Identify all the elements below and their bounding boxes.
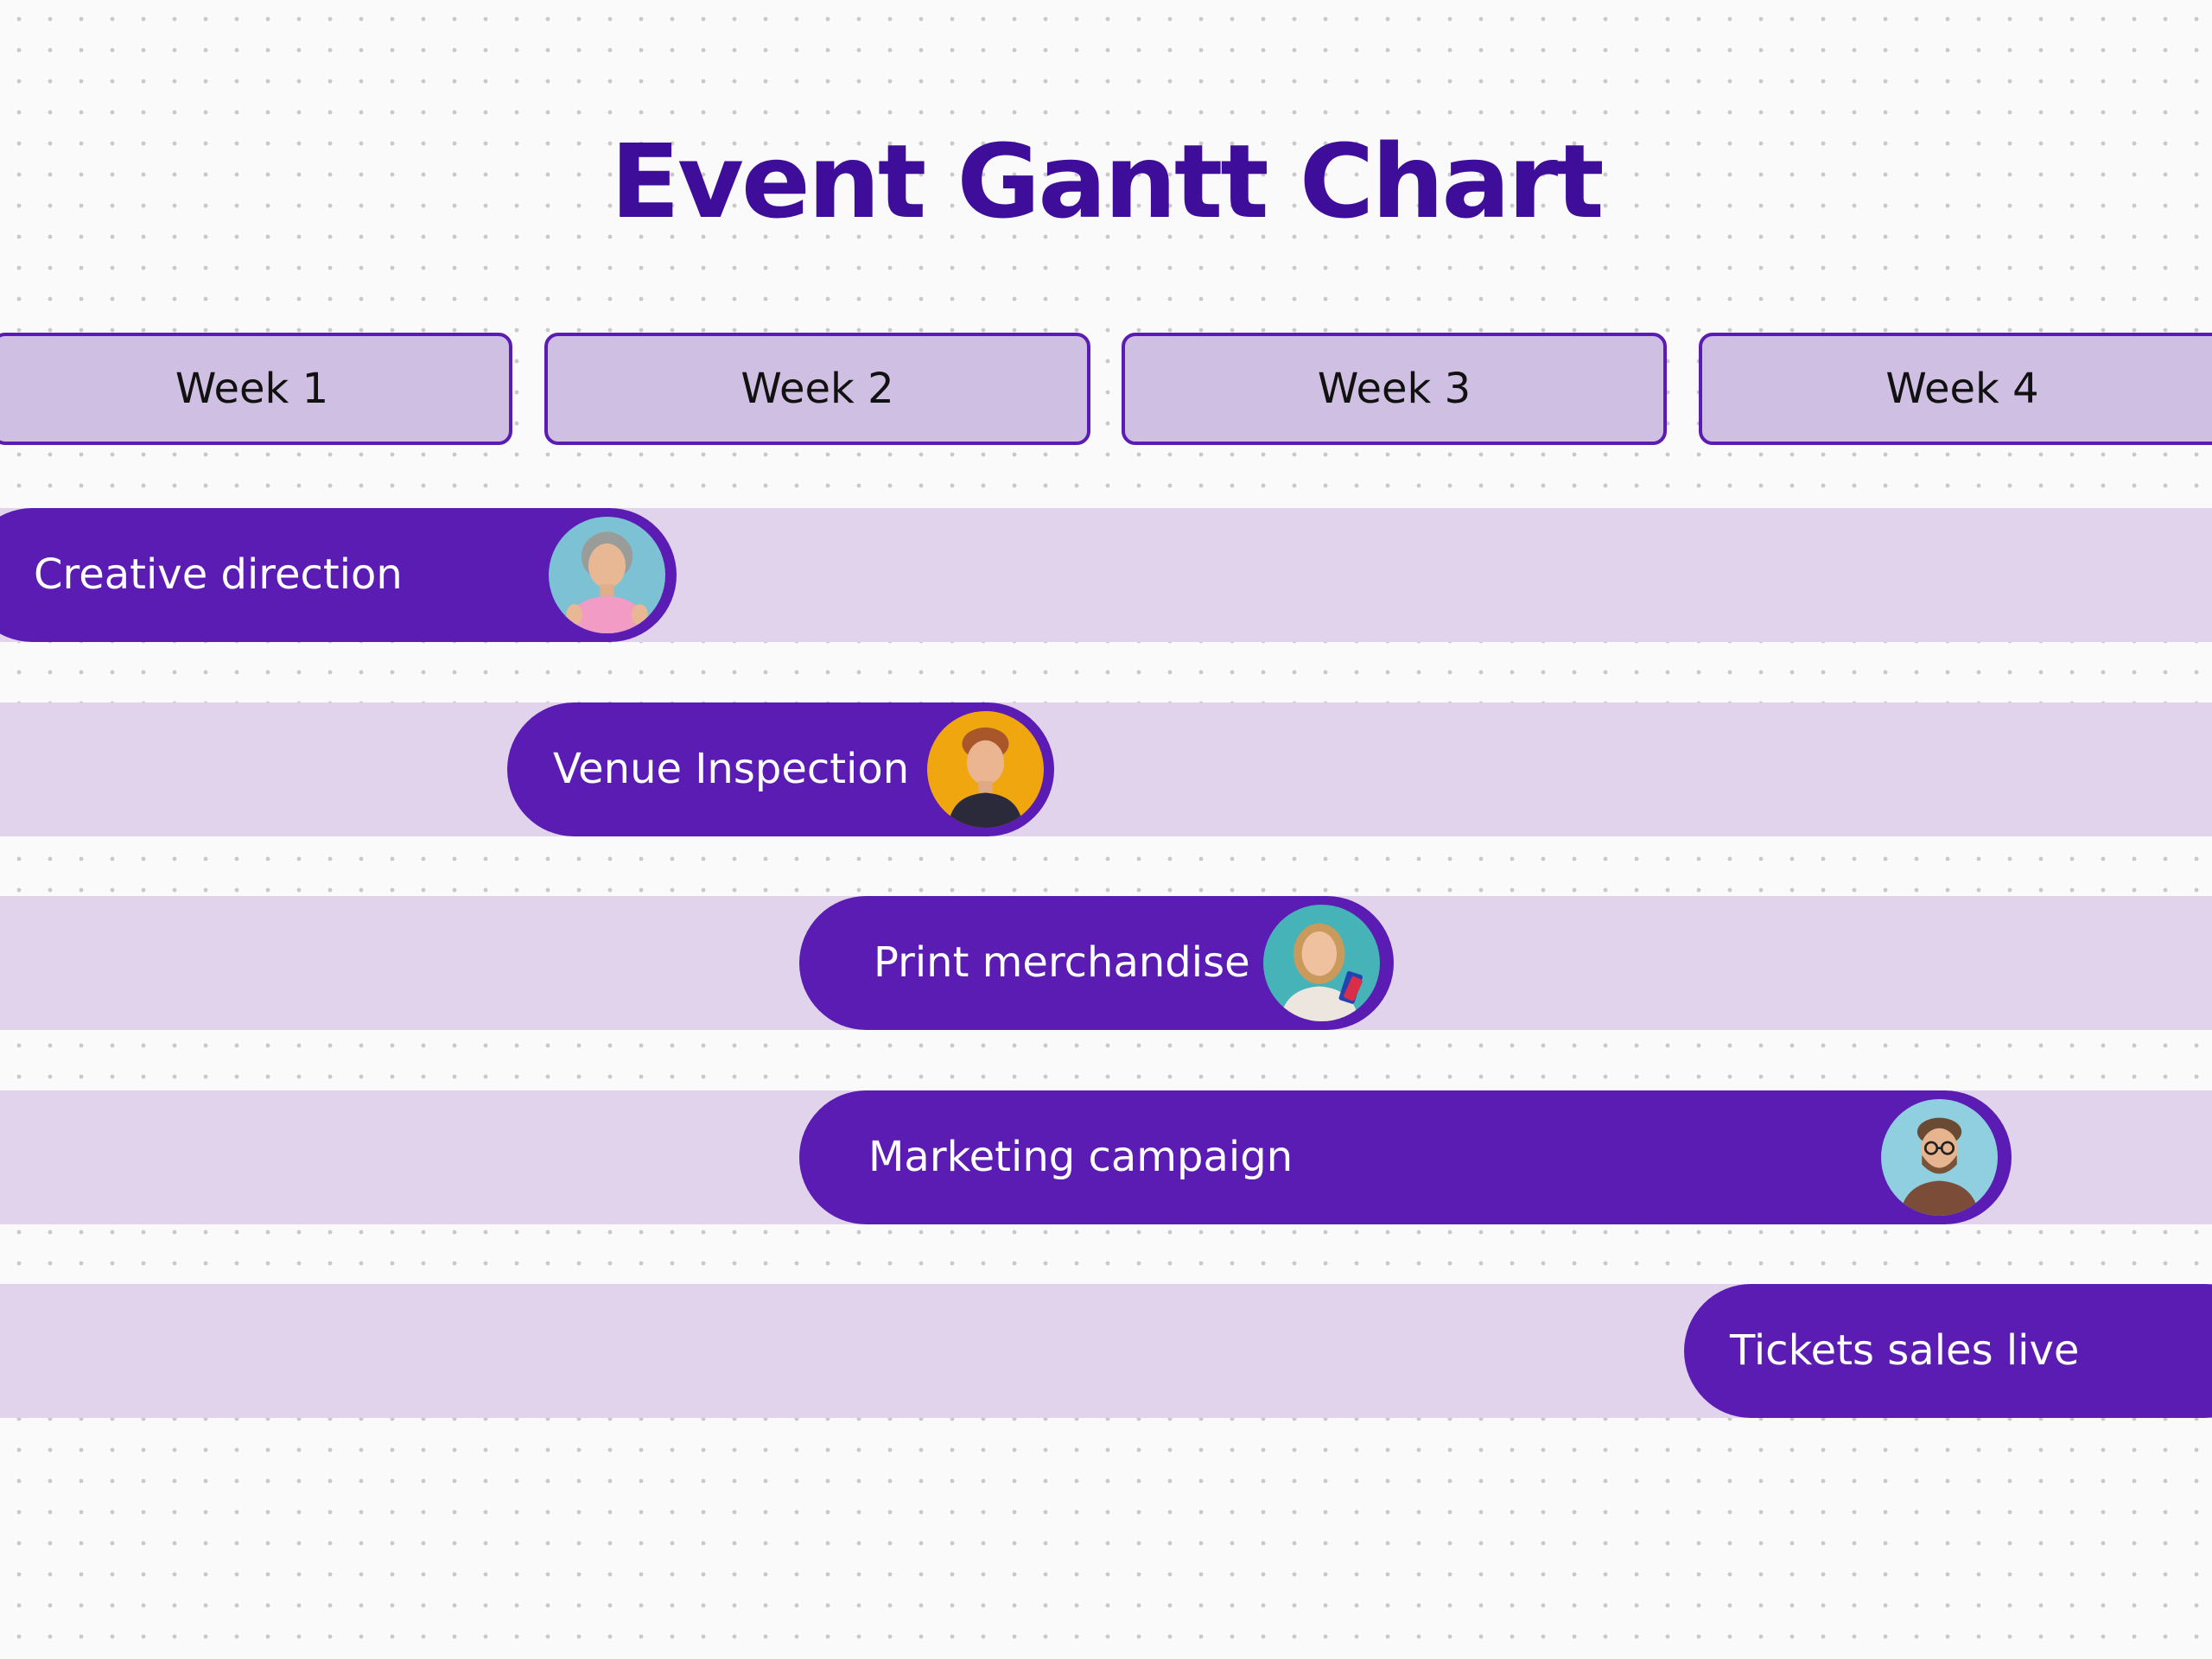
task-label-tickets-sales-live: Tickets sales live xyxy=(1730,1326,2080,1375)
task-bar-tickets-sales-live[interactable]: Tickets sales live xyxy=(1684,1284,2212,1418)
task-label-venue-inspection: Venue Inspection xyxy=(553,745,910,793)
task-label-marketing-campaign: Marketing campaign xyxy=(868,1133,1294,1181)
avatar-woman-holding-tickets xyxy=(1263,905,1380,1021)
avatar-man-glasses-beard xyxy=(1881,1099,1998,1216)
avatar-woman-gray-hair-pink-top xyxy=(549,517,665,633)
task-lane-venue-inspection xyxy=(0,702,2212,836)
week-2-header: Week 2 xyxy=(544,333,1090,445)
task-bar-marketing-campaign[interactable]: Marketing campaign xyxy=(799,1090,2012,1224)
task-label-print-merchandise: Print merchandise xyxy=(874,938,1250,987)
week-1-header: Week 1 xyxy=(0,333,512,445)
week-4-header: Week 4 xyxy=(1699,333,2212,445)
task-bar-venue-inspection[interactable]: Venue Inspection xyxy=(507,702,1054,836)
task-bar-creative-direction[interactable]: Creative direction xyxy=(0,508,677,642)
week-3-header: Week 3 xyxy=(1122,333,1667,445)
avatar-man-smiling-yellow-background xyxy=(927,711,1044,828)
task-bar-print-merchandise[interactable]: Print merchandise xyxy=(799,896,1394,1030)
chart-title: Event Gantt Chart xyxy=(610,122,1604,241)
task-label-creative-direction: Creative direction xyxy=(34,550,403,599)
